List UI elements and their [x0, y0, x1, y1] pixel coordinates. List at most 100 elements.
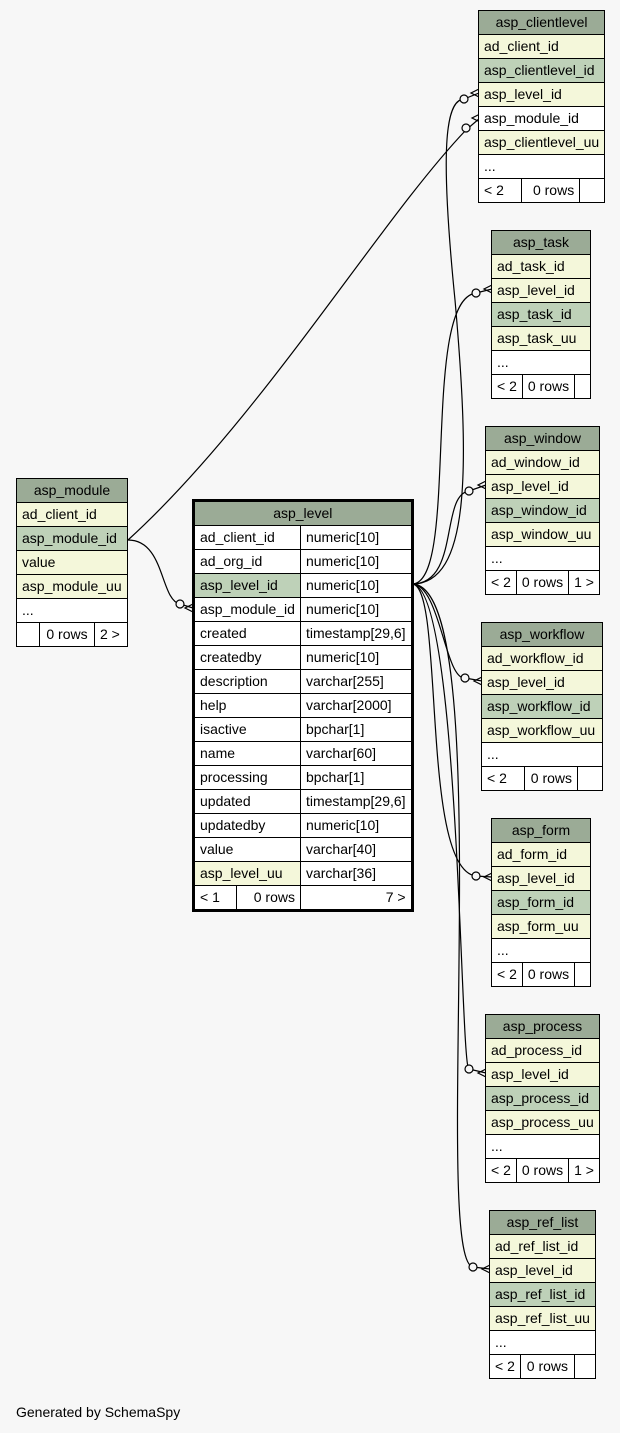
column-type: timestamp[29,6] — [299, 789, 412, 814]
column-cell: asp_ref_list_uu — [489, 1306, 596, 1331]
column-name: created — [194, 621, 301, 646]
primary-key-cell: asp_form_id — [491, 890, 591, 915]
ellipsis-cell: ... — [16, 598, 128, 623]
row-count: 0 rows — [524, 766, 578, 791]
column-cell: ad_task_id — [491, 254, 591, 279]
column-name: processing — [194, 765, 301, 790]
column-name: name — [194, 741, 301, 766]
column-name: description — [194, 669, 301, 694]
row-count: 0 rows — [521, 962, 576, 987]
table-title[interactable]: asp_workflow — [481, 622, 603, 647]
prev-link[interactable]: < 2 — [478, 178, 522, 203]
table-asp_workflow[interactable]: asp_workflow ad_workflow_id asp_level_id… — [481, 622, 603, 791]
edge-level-clientlevel — [411, 92, 480, 585]
column-type: varchar[255] — [299, 669, 412, 694]
table-asp_clientlevel[interactable]: asp_clientlevel ad_client_id asp_clientl… — [477, 10, 606, 203]
next-link[interactable]: 1 > — [568, 570, 600, 595]
prev-link[interactable]: < 2 — [481, 766, 525, 791]
edge-markers — [175, 94, 481, 1272]
column-name: createdby — [194, 645, 301, 670]
foreign-key-cell: asp_level_id — [491, 866, 591, 891]
foreign-key-cell: asp_level_id — [481, 670, 603, 695]
primary-key-name: asp_level_id — [194, 573, 301, 598]
column-type: timestamp[29,6] — [299, 621, 412, 646]
ellipsis-cell: ... — [485, 1134, 600, 1159]
column-name: updatedby — [194, 813, 301, 838]
edge-module-level — [127, 539, 194, 609]
column-cell: asp_workflow_uu — [481, 718, 603, 743]
primary-key-cell: asp_task_id — [491, 302, 591, 327]
row-count: 0 rows — [235, 885, 301, 910]
column-name: ad_client_id — [194, 525, 301, 550]
prev-link[interactable]: < 2 — [489, 1354, 521, 1379]
column-cell: ad_client_id — [16, 502, 128, 527]
primary-key-cell: asp_process_id — [485, 1086, 600, 1111]
column-type: numeric[10] — [299, 525, 412, 550]
column-name: isactive — [194, 717, 301, 742]
foreign-key-cell: asp_level_id — [485, 1062, 600, 1087]
foreign-key-cell: asp_level_id — [489, 1258, 596, 1283]
next-link[interactable]: 7 > — [299, 885, 412, 910]
prev-link[interactable]: < 2 — [491, 374, 523, 399]
column-type: numeric[10] — [299, 597, 412, 622]
table-asp_window[interactable]: asp_window ad_window_id asp_level_id asp… — [485, 426, 600, 595]
row-count: 0 rows — [520, 178, 581, 203]
table-asp_ref_list[interactable]: asp_ref_list ad_ref_list_id asp_level_id… — [489, 1210, 596, 1379]
column-cell: asp_form_uu — [491, 914, 591, 939]
next-link[interactable] — [573, 1354, 596, 1379]
table-title[interactable]: asp_clientlevel — [477, 10, 606, 35]
next-link[interactable]: 2 > — [94, 622, 128, 647]
column-name: asp_level_uu — [194, 861, 301, 886]
column-cell: ad_client_id — [477, 34, 606, 59]
column-type: varchar[60] — [299, 741, 412, 766]
ellipsis-cell: ... — [485, 546, 600, 571]
ellipsis-cell: ... — [491, 938, 591, 963]
column-type: numeric[10] — [299, 645, 412, 670]
table-asp_form[interactable]: asp_form ad_form_id asp_level_id asp_for… — [491, 818, 591, 987]
prev-link[interactable]: < 2 — [485, 1158, 517, 1183]
edge-level-form — [411, 583, 493, 878]
column-cell: asp_process_uu — [485, 1110, 600, 1135]
next-link[interactable] — [574, 962, 591, 987]
table-title[interactable]: asp_module — [16, 478, 128, 503]
column-type: bpchar[1] — [299, 717, 412, 742]
column-name: value — [194, 837, 301, 862]
table-title[interactable]: asp_level — [194, 501, 412, 526]
primary-key-cell: asp_workflow_id — [481, 694, 603, 719]
prev-link[interactable] — [16, 622, 40, 647]
column-name: ad_org_id — [194, 549, 301, 574]
table-asp_process[interactable]: asp_process ad_process_id asp_level_id a… — [485, 1014, 600, 1183]
prev-link[interactable]: < 2 — [485, 570, 517, 595]
primary-key-cell: asp_clientlevel_id — [477, 58, 606, 83]
next-link[interactable] — [579, 178, 606, 203]
table-title[interactable]: asp_window — [485, 426, 600, 451]
prev-link[interactable]: < 2 — [491, 962, 523, 987]
primary-key-cell: asp_window_id — [485, 498, 600, 523]
prev-link[interactable]: < 1 — [194, 885, 237, 910]
next-link[interactable] — [574, 374, 591, 399]
ellipsis-cell: ... — [481, 742, 603, 767]
row-count: 0 rows — [39, 622, 95, 647]
column-cell: asp_window_uu — [485, 522, 600, 547]
column-cell: ad_window_id — [485, 450, 600, 475]
column-cell: asp_module_uu — [16, 574, 128, 599]
edge-level-task — [411, 288, 493, 585]
column-cell: ad_process_id — [485, 1038, 600, 1063]
table-title[interactable]: asp_process — [485, 1014, 600, 1039]
column-name: help — [194, 693, 301, 718]
column-cell: asp_task_uu — [491, 326, 591, 351]
table-title[interactable]: asp_form — [491, 818, 591, 843]
foreign-key-cell: asp_level_id — [485, 474, 600, 499]
next-link[interactable]: 1 > — [568, 1158, 600, 1183]
table-title[interactable]: asp_ref_list — [489, 1210, 596, 1235]
table-title[interactable]: asp_task — [491, 230, 591, 255]
crow-feet — [183, 88, 493, 1274]
column-cell: ad_workflow_id — [481, 646, 603, 671]
table-asp_module[interactable]: asp_module ad_client_id asp_module_id va… — [16, 478, 128, 647]
next-link[interactable] — [577, 766, 603, 791]
row-count: 0 rows — [515, 570, 570, 595]
edge-module-clientlevel — [127, 117, 481, 541]
column-type: bpchar[1] — [299, 765, 412, 790]
table-asp_task[interactable]: asp_task ad_task_id asp_level_id asp_tas… — [491, 230, 591, 399]
